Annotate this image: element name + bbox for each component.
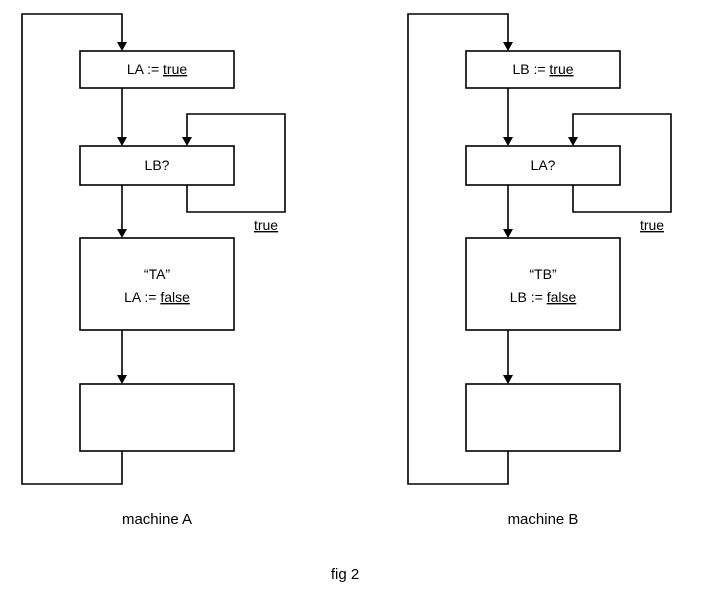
caption-machine-b: machine B bbox=[508, 511, 579, 528]
true-loop-line-b bbox=[572, 113, 672, 213]
box-critical-b bbox=[465, 237, 621, 331]
caption-machine-a: machine A bbox=[122, 511, 192, 528]
box-wait-b bbox=[465, 145, 621, 186]
arrowhead-into-box2-a bbox=[117, 137, 127, 146]
box3-quote-a: “TA” bbox=[144, 266, 171, 282]
loop-label-a: true bbox=[254, 217, 278, 233]
arrowhead-into-box3-a bbox=[117, 229, 127, 238]
machine-b: LB := true LA? true “TB” LB := false mac… bbox=[407, 13, 672, 528]
box-empty-a bbox=[79, 383, 235, 452]
arrowhead-into-box4-b bbox=[503, 375, 513, 384]
arrowhead-into-box2-b bbox=[503, 137, 513, 146]
box1-text-a: LA := true bbox=[127, 61, 188, 77]
figure-caption: fig 2 bbox=[331, 566, 359, 583]
box2-text-a: LB? bbox=[145, 157, 170, 173]
box-critical-a bbox=[79, 237, 235, 331]
outer-loop-line-a bbox=[21, 13, 123, 485]
box2-text-b: LA? bbox=[531, 157, 556, 173]
box-assign-true-a bbox=[79, 50, 235, 89]
loop-label-b: true bbox=[640, 217, 664, 233]
arrowhead-into-box1-b bbox=[503, 42, 513, 51]
box-empty-b bbox=[465, 383, 621, 452]
arrowhead-into-box1-a bbox=[117, 42, 127, 51]
arrowhead-true-loop-a bbox=[182, 137, 192, 146]
true-loop-line-a bbox=[186, 113, 286, 213]
outer-loop-line-b bbox=[407, 13, 509, 485]
box-wait-a bbox=[79, 145, 235, 186]
arrowhead-into-box3-b bbox=[503, 229, 513, 238]
arrowhead-true-loop-b bbox=[568, 137, 578, 146]
machine-a: LA := true LB? true “TA” LA := false mac… bbox=[21, 13, 286, 528]
box-assign-true-b bbox=[465, 50, 621, 89]
box3-assign-b: LB := false bbox=[510, 289, 577, 305]
box3-assign-a: LA := false bbox=[124, 289, 190, 305]
arrowhead-into-box4-a bbox=[117, 375, 127, 384]
box3-quote-b: “TB” bbox=[529, 266, 557, 282]
box1-text-b: LB := true bbox=[512, 61, 573, 77]
